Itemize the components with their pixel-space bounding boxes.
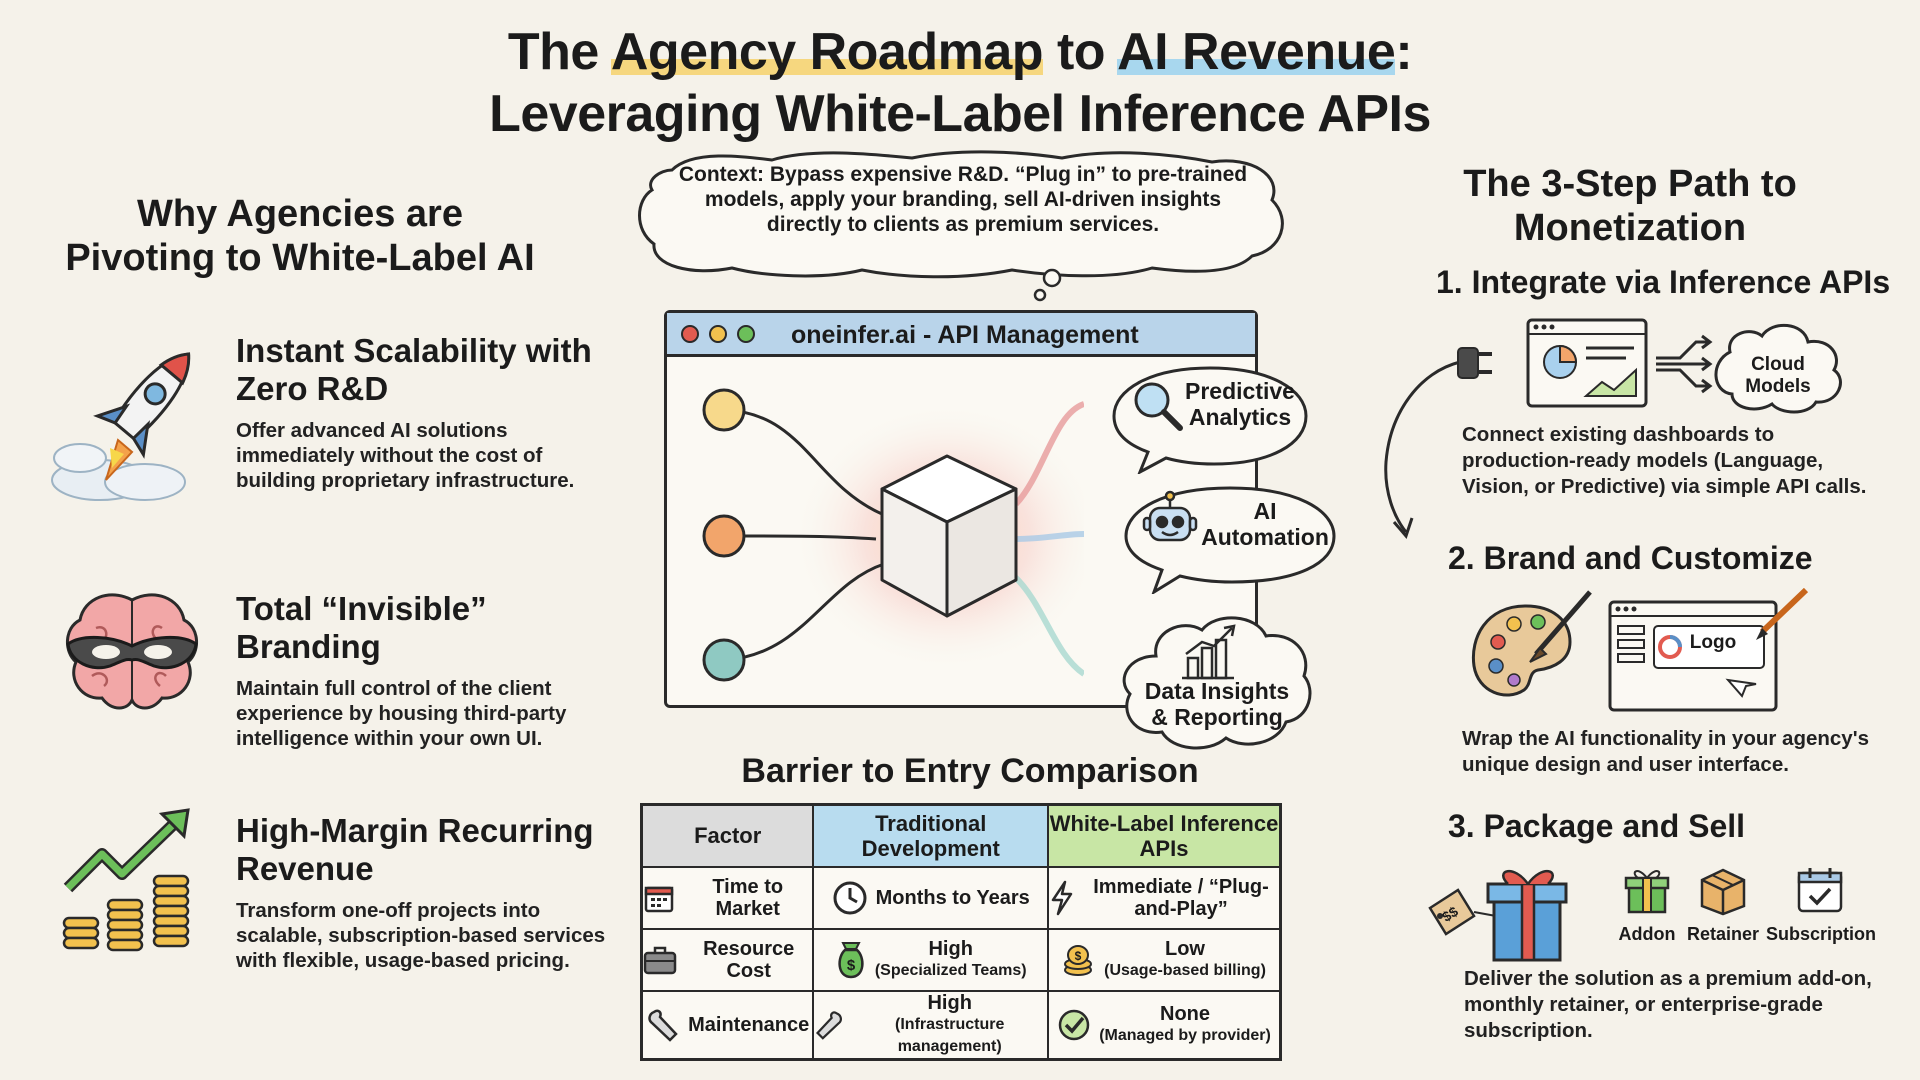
comparison-table: Factor Traditional Development White-Lab… xyxy=(640,803,1282,1061)
table-cell: High(Infrastructure management) xyxy=(812,989,1050,1060)
step2-title: 2. Brand and Customize xyxy=(1448,540,1813,576)
benefit-desc: Maintain full control of the client expe… xyxy=(236,677,567,750)
table-header-row: Factor Traditional Development White-Lab… xyxy=(640,803,1282,868)
calendar-icon xyxy=(644,886,674,912)
context-text: Context: Bypass expensive R&D. “Plug in”… xyxy=(678,163,1248,236)
benefit-title: Instant Scalability with Zero R&D xyxy=(236,332,592,407)
step1-desc: Connect existing dashboards to productio… xyxy=(1462,423,1867,498)
wrench-icon xyxy=(816,1010,843,1040)
table-row: Time to Market Months to Years Immediate… xyxy=(640,865,1282,930)
table-cell: $ High(Specialized Teams) xyxy=(812,927,1050,992)
predictive-analytics-label: Predictive Analytics xyxy=(1185,378,1295,430)
window-titlebar: oneinfer.ai - API Management xyxy=(667,313,1255,357)
ai-automation-bubble xyxy=(1124,486,1336,594)
benefit-branding: Total “Invisible” Branding Maintain full… xyxy=(236,590,596,751)
brand-customize-illustration xyxy=(1471,588,1809,712)
step1-title: 1. Integrate via Inference APIs xyxy=(1436,264,1891,300)
cloud-models-label: Cloud Models xyxy=(1745,354,1811,397)
lightning-icon xyxy=(1051,880,1073,915)
data-insights-label: Data Insights & Reporting xyxy=(1144,678,1290,730)
gift-box-icon xyxy=(1428,869,1568,962)
package-label-subscription: Subscription xyxy=(1766,924,1877,944)
table-cell: $ Low(Usage-based billing) xyxy=(1047,927,1282,992)
col-header-traditional: Traditional Development xyxy=(812,803,1050,868)
ai-cube-icon xyxy=(880,454,1018,618)
table-heading: Barrier to Entry Comparison xyxy=(741,752,1199,790)
coins-icon: $ xyxy=(1064,944,1093,976)
rocket-icon xyxy=(51,352,191,501)
subscription-calendar-icon xyxy=(1797,868,1843,913)
branded-window-icon xyxy=(1608,588,1809,712)
page-title-line2: Leveraging White-Label Inference APIs xyxy=(489,85,1431,143)
col-header-factor: Factor xyxy=(640,803,815,868)
benefit-title: High-Margin Recurring Revenue xyxy=(236,812,594,887)
benefit-desc: Offer advanced AI solutions immediately … xyxy=(236,419,575,492)
thought-bubble-shape xyxy=(638,150,1284,302)
bar-chart-icon xyxy=(1182,624,1236,680)
magnifier-icon xyxy=(1134,382,1183,431)
price-tag-icon xyxy=(1428,888,1497,936)
retainer-box-icon xyxy=(1700,868,1746,916)
data-insights-cloud xyxy=(1122,616,1312,750)
svg-text:$: $ xyxy=(847,957,856,974)
benefit-title: Total “Invisible” Branding xyxy=(236,590,487,665)
title-highlight-roadmap: Agency Roadmap xyxy=(610,23,1044,81)
title-highlight-revenue: AI Revenue xyxy=(1117,23,1396,81)
palette-icon xyxy=(1471,590,1592,697)
table-cell: Maintenance xyxy=(640,989,815,1060)
clock-icon xyxy=(833,881,867,914)
col-header-white-label: White-Label Inference APIs xyxy=(1047,803,1282,868)
table-cell: Time to Market xyxy=(640,865,815,930)
step2-desc: Wrap the AI functionality in your agency… xyxy=(1462,727,1869,776)
arrows-to-cloud xyxy=(1656,334,1713,394)
table-cell: Months to Years xyxy=(812,865,1050,930)
robot-icon xyxy=(1142,490,1198,542)
package-label-addon: Addon xyxy=(1618,924,1676,944)
masked-brain-icon xyxy=(66,593,198,710)
window-title: oneinfer.ai - API Management xyxy=(791,321,1139,349)
api-integration-illustration xyxy=(1384,318,1842,539)
logo-label: Logo xyxy=(1689,632,1737,653)
package-label-retainer: Retainer xyxy=(1686,924,1760,944)
input-node-teal xyxy=(702,638,746,682)
money-bag-icon: $ xyxy=(838,941,864,978)
table-cell: Immediate / “Plug-and-Play” xyxy=(1047,865,1282,930)
table-cell: None(Managed by provider) xyxy=(1047,989,1282,1060)
addon-gift-icon xyxy=(1624,870,1670,914)
wrench-icon xyxy=(648,1009,678,1042)
right-heading: The 3-Step Path to Monetization xyxy=(1463,163,1797,249)
page-title-line1: The Agency Roadmap to AI Revenue: xyxy=(507,23,1413,81)
benefit-desc: Transform one-off projects into scalable… xyxy=(236,899,606,972)
window-maximize-dot[interactable] xyxy=(737,325,755,343)
briefcase-icon xyxy=(643,946,677,974)
table-cell: Resource Cost xyxy=(640,927,815,992)
predictive-analytics-bubble xyxy=(1112,366,1308,474)
check-circle-icon xyxy=(1058,1009,1090,1040)
inference-network-diagram xyxy=(702,388,1084,682)
input-node-yellow xyxy=(702,388,746,432)
ai-automation-label: AI Automation xyxy=(1201,498,1329,550)
context-bubble: Context: Bypass expensive R&D. “Plug in”… xyxy=(632,150,1292,302)
step3-title: 3. Package and Sell xyxy=(1448,808,1746,844)
table-row: Maintenance High(Infrastructure manageme… xyxy=(640,989,1282,1060)
growth-coins-icon xyxy=(62,808,190,952)
svg-text:$: $ xyxy=(1075,949,1082,963)
plug-icon xyxy=(1457,347,1492,379)
left-heading: Why Agencies are Pivoting to White-Label… xyxy=(65,193,535,279)
table-row: Resource Cost $ High(Specialized Teams) … xyxy=(640,927,1282,992)
cloud-models-shape xyxy=(1714,323,1842,414)
input-node-orange xyxy=(702,514,746,558)
step3-desc: Deliver the solution as a premium add-on… xyxy=(1464,967,1872,1042)
benefit-revenue: High-Margin Recurring Revenue Transform … xyxy=(236,812,606,973)
window-minimize-dot[interactable] xyxy=(709,325,727,343)
benefit-scalability: Instant Scalability with Zero R&D Offer … xyxy=(236,332,596,493)
window-close-dot[interactable] xyxy=(681,325,699,343)
dashboard-icon xyxy=(1526,318,1648,408)
